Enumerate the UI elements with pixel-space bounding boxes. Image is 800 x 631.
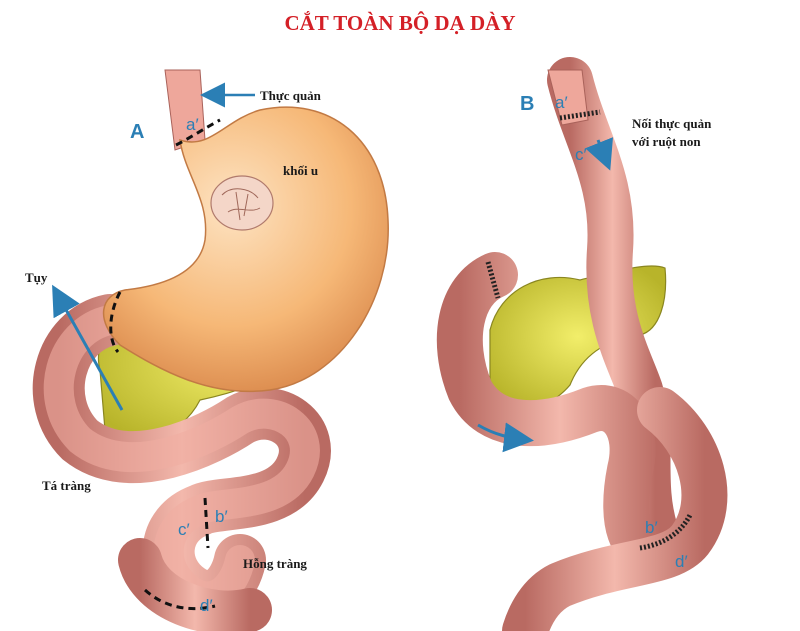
flow-arrow-right xyxy=(477,422,534,453)
mark-b-d-prime: d′ xyxy=(675,552,688,571)
esophagus-b xyxy=(547,69,589,126)
mark-d-prime: d′ xyxy=(200,596,213,615)
duodenum-b xyxy=(436,252,683,572)
page-title: CẮT TOÀN BỘ DẠ DÀY xyxy=(284,11,515,35)
label-duodenum: Tá tràng xyxy=(42,478,91,493)
label-pancreas: Tụy xyxy=(25,270,48,285)
mark-b-b-prime: b′ xyxy=(645,518,658,537)
esophagus-a xyxy=(164,69,206,151)
panel-a: A Thực quản khối u Tụy Tá tràng Hỗng trà… xyxy=(25,69,389,631)
mark-b-prime: b′ xyxy=(215,507,228,526)
mark-b-c-prime: c′ xyxy=(575,145,587,164)
label-anastomosis-line1: Nối thực quản xyxy=(632,116,712,131)
mark-b-a-prime: a′ xyxy=(555,93,568,112)
cut-line-a xyxy=(175,118,221,147)
jejunum-b xyxy=(502,387,728,631)
jejunum-tail-a xyxy=(118,538,272,631)
panel-b: B Nối thực quản với ruột non a′ c′ b′ d′ xyxy=(436,57,728,631)
tumor xyxy=(210,175,274,231)
mark-a-prime: a′ xyxy=(186,115,199,134)
panel-b-letter: B xyxy=(520,93,534,115)
label-jejunum: Hỗng tràng xyxy=(243,556,307,571)
suture-esophagus xyxy=(559,109,601,121)
mark-c-prime: c′ xyxy=(178,520,190,539)
flow-arrow-down xyxy=(585,137,614,171)
label-tumor: khối u xyxy=(283,163,318,178)
label-esophagus: Thực quản xyxy=(260,88,322,103)
suture-jejunojejunostomy xyxy=(639,513,693,551)
panel-a-letter: A xyxy=(130,121,144,143)
cut-line-b xyxy=(203,497,210,549)
stomach xyxy=(103,106,389,393)
cut-line-d xyxy=(143,588,216,611)
pancreas-pointer xyxy=(52,284,124,411)
label-anastomosis-line2: với ruột non xyxy=(632,134,701,149)
